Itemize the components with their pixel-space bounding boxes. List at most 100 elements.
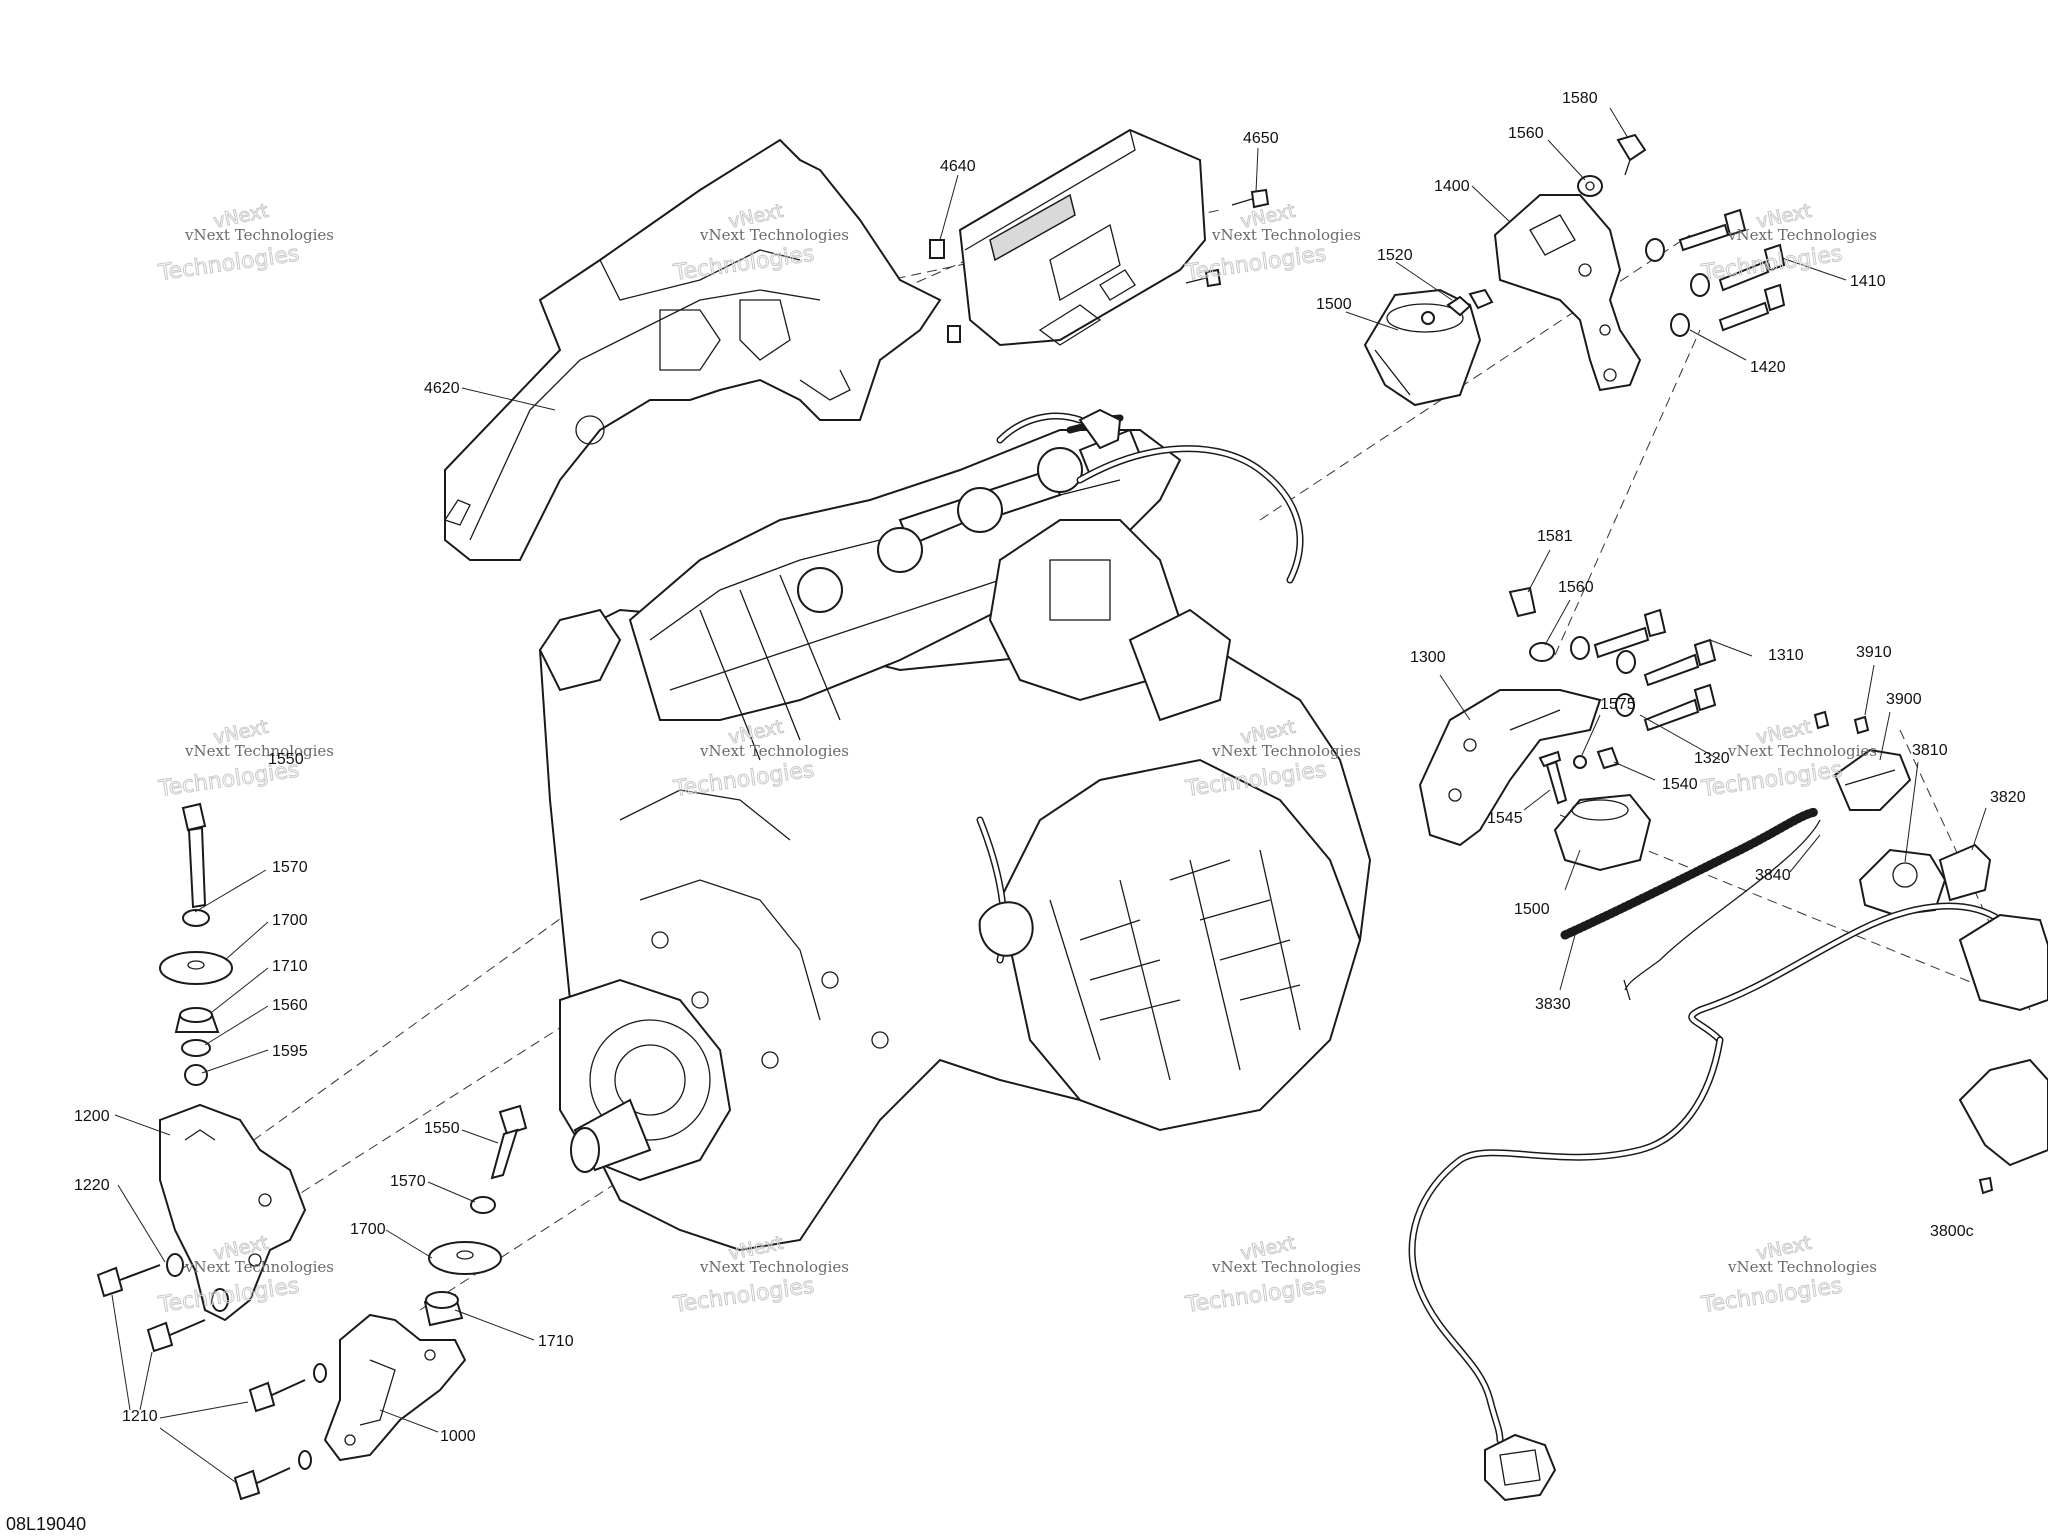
corrugated-tube-3830 [1560,807,1820,940]
engine-mount-1000 [323,1313,467,1462]
watermark-big: Technologies [1183,242,1327,287]
watermark-text: vNext Technologies [1727,1258,1877,1276]
rubber-damper-1500-top [1363,288,1482,407]
part-label-1570: 1570 [390,1173,426,1190]
watermark-text: vNext Technologies [699,742,849,760]
part-label-3910: 3910 [1856,644,1892,661]
sensor-3810 [1858,848,1947,917]
part-label-3840: 3840 [1755,867,1791,884]
part-label-3810: 3810 [1912,742,1948,759]
bolt-1580 [1616,133,1647,176]
washer-1560-left [181,1039,211,1057]
screws-3910 [1813,710,1870,735]
part-label-1210: 1210 [122,1408,158,1425]
washers-1420 [1645,238,1710,337]
watermark-text: vNext Technologies [1211,742,1361,760]
washers-1320 [1570,636,1636,717]
washers-1220 [166,1253,229,1312]
watermark-big: Technologies [156,242,300,287]
watermark-text: vNext Technologies [1727,226,1877,244]
washer-1570-center [470,1196,496,1214]
part-label-1581: 1581 [1537,528,1573,545]
part-label-1200: 1200 [74,1108,110,1125]
bolt-1545 [1538,750,1568,805]
part-label-1580: 1580 [1562,90,1598,107]
part-label-1500: 1500 [1316,296,1352,313]
wiring-harness [1408,902,2048,1502]
rubber-damper-1500-mid [1553,793,1652,872]
engine-assembly [538,408,1372,1252]
watermark-big: Technologies [1183,1274,1327,1319]
part-label-3800c: 3800c [1930,1223,1974,1240]
watermark-big: Technologies [1699,1274,1843,1319]
part-label-1540: 1540 [1662,776,1698,793]
engine-mount-1300 [1418,689,1602,847]
bolts-1520 [1446,288,1494,317]
nut-1595-left [184,1064,208,1086]
watermark-text: vNext Technologies [1727,742,1877,760]
part-label-1570: 1570 [272,859,308,876]
watermark-text: vNext Technologies [184,1258,334,1276]
part-label-3830: 3830 [1535,996,1571,1013]
diagram-code: 08L19040 [6,1514,86,1534]
part-label-1420: 1420 [1750,359,1786,376]
bolts-1410 [1678,208,1786,332]
washer-1570-left [182,909,210,927]
part-label-1560: 1560 [1558,579,1594,596]
part-label-1550: 1550 [424,1120,460,1137]
watermark-text: vNext Technologies [699,226,849,244]
leader-lines [111,107,1987,1485]
part-label-1220: 1220 [74,1177,110,1194]
watermark-big: Technologies [671,1274,815,1319]
part-label-4640: 4640 [940,158,976,175]
bolt-1550-left [181,802,207,909]
part-label-1560: 1560 [1508,125,1544,142]
part-label-1710: 1710 [272,958,308,975]
part-label-1400: 1400 [1434,178,1470,195]
part-label-1410: 1410 [1850,273,1886,290]
bolt-1550-center [490,1104,528,1180]
watermark-text: vNext Technologies [699,1258,849,1276]
ecu-module-4640 [929,128,1207,347]
cable-3840 [1623,819,1821,1001]
part-label-4650: 4650 [1243,130,1279,147]
bolts-1310 [1593,608,1717,732]
watermark-text: vNext Technologies [184,742,334,760]
nut-1575 [1573,755,1587,769]
part-label-1320: 1320 [1694,750,1730,767]
part-label-1550: 1550 [268,751,304,768]
part-label-1520: 1520 [1377,247,1413,264]
part-label-3820: 3820 [1990,789,2026,806]
part-label-1595: 1595 [272,1043,308,1060]
ecu-bracket-4620 [443,138,942,561]
part-label-1545: 1545 [1487,810,1523,827]
watermark-text: vNext Technologies [1211,226,1361,244]
bolt-1581 [1508,586,1537,618]
washer-1560-top [1577,175,1603,197]
bushing-1710-center [423,1291,464,1327]
part-label-1500: 1500 [1514,901,1550,918]
engine-mount-1400 [1493,194,1642,392]
watermark-text: vNext Technologies [1211,1258,1361,1276]
part-label-1310: 1310 [1768,647,1804,664]
bolt-1540 [1596,746,1620,770]
connector-3820 [1938,843,1992,902]
bushing-1710-left [174,1007,220,1033]
part-label-1000: 1000 [440,1428,476,1445]
part-label-1575: 1575 [1600,696,1636,713]
bolts-1210 [96,1264,327,1501]
part-label-3900: 3900 [1886,691,1922,708]
washer-1700-left [159,951,233,985]
washer-1700-center [428,1241,502,1275]
part-label-1560: 1560 [272,997,308,1014]
screw-4650 [1185,188,1270,288]
part-labels: 4620 4640 4650 1580 1560 1400 1520 1500 … [74,90,2026,1445]
watermark-text: vNext Technologies [184,226,334,244]
part-label-1300: 1300 [1410,649,1446,666]
engine-mount-1200 [159,1103,307,1322]
part-label-1700: 1700 [350,1221,386,1238]
part-label-1700: 1700 [272,912,308,929]
part-label-4620: 4620 [424,380,460,397]
bracket-3900 [1833,748,1912,811]
